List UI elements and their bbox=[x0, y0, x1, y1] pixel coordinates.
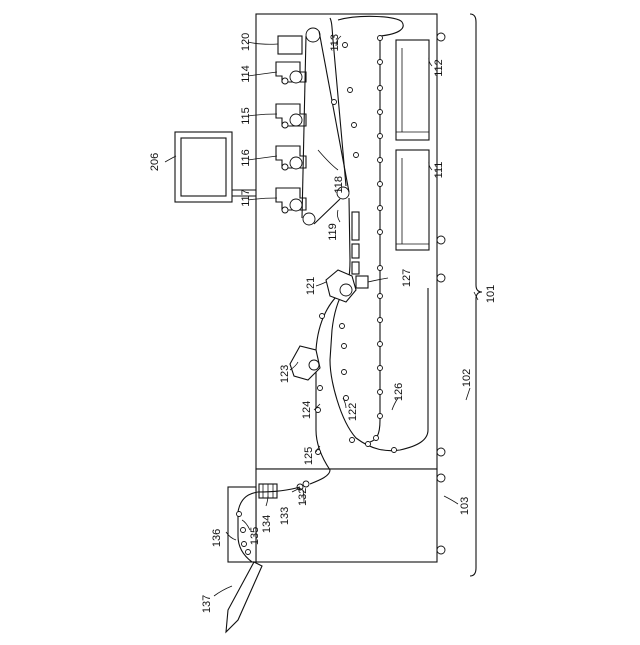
label-114: 114 bbox=[240, 65, 252, 83]
cassette-111 bbox=[396, 150, 429, 250]
cassette-112 bbox=[396, 40, 429, 140]
label-127: 127 bbox=[401, 269, 413, 287]
label-125: 125 bbox=[303, 447, 315, 465]
label-117: 117 bbox=[240, 189, 252, 207]
label-121: 121 bbox=[305, 277, 317, 295]
label-132: 132 bbox=[297, 488, 309, 506]
toner-box-120 bbox=[278, 36, 302, 54]
label-124: 124 bbox=[301, 401, 313, 419]
label-123: 123 bbox=[279, 365, 291, 383]
label-101: 101 bbox=[485, 285, 497, 303]
label-116: 116 bbox=[240, 149, 252, 167]
label-126: 126 bbox=[393, 383, 405, 401]
label-134: 134 bbox=[261, 515, 273, 533]
label-113: 113 bbox=[329, 34, 341, 52]
bracket-101 bbox=[470, 14, 482, 576]
label-115: 115 bbox=[240, 107, 252, 125]
label-120: 120 bbox=[240, 33, 252, 51]
label-136: 136 bbox=[211, 529, 223, 547]
label-137: 137 bbox=[201, 595, 213, 613]
housing-wheels bbox=[437, 33, 445, 554]
label-103: 103 bbox=[459, 497, 471, 515]
label-102: 102 bbox=[461, 369, 473, 387]
label-133: 133 bbox=[279, 507, 291, 525]
label-206: 206 bbox=[149, 153, 161, 171]
label-112: 112 bbox=[433, 59, 445, 77]
label-118: 118 bbox=[333, 176, 345, 194]
label-119: 119 bbox=[327, 223, 339, 241]
label-111: 111 bbox=[433, 162, 445, 179]
label-122: 122 bbox=[347, 403, 359, 421]
output-tray-137 bbox=[226, 562, 262, 632]
label-135: 135 bbox=[249, 527, 261, 545]
